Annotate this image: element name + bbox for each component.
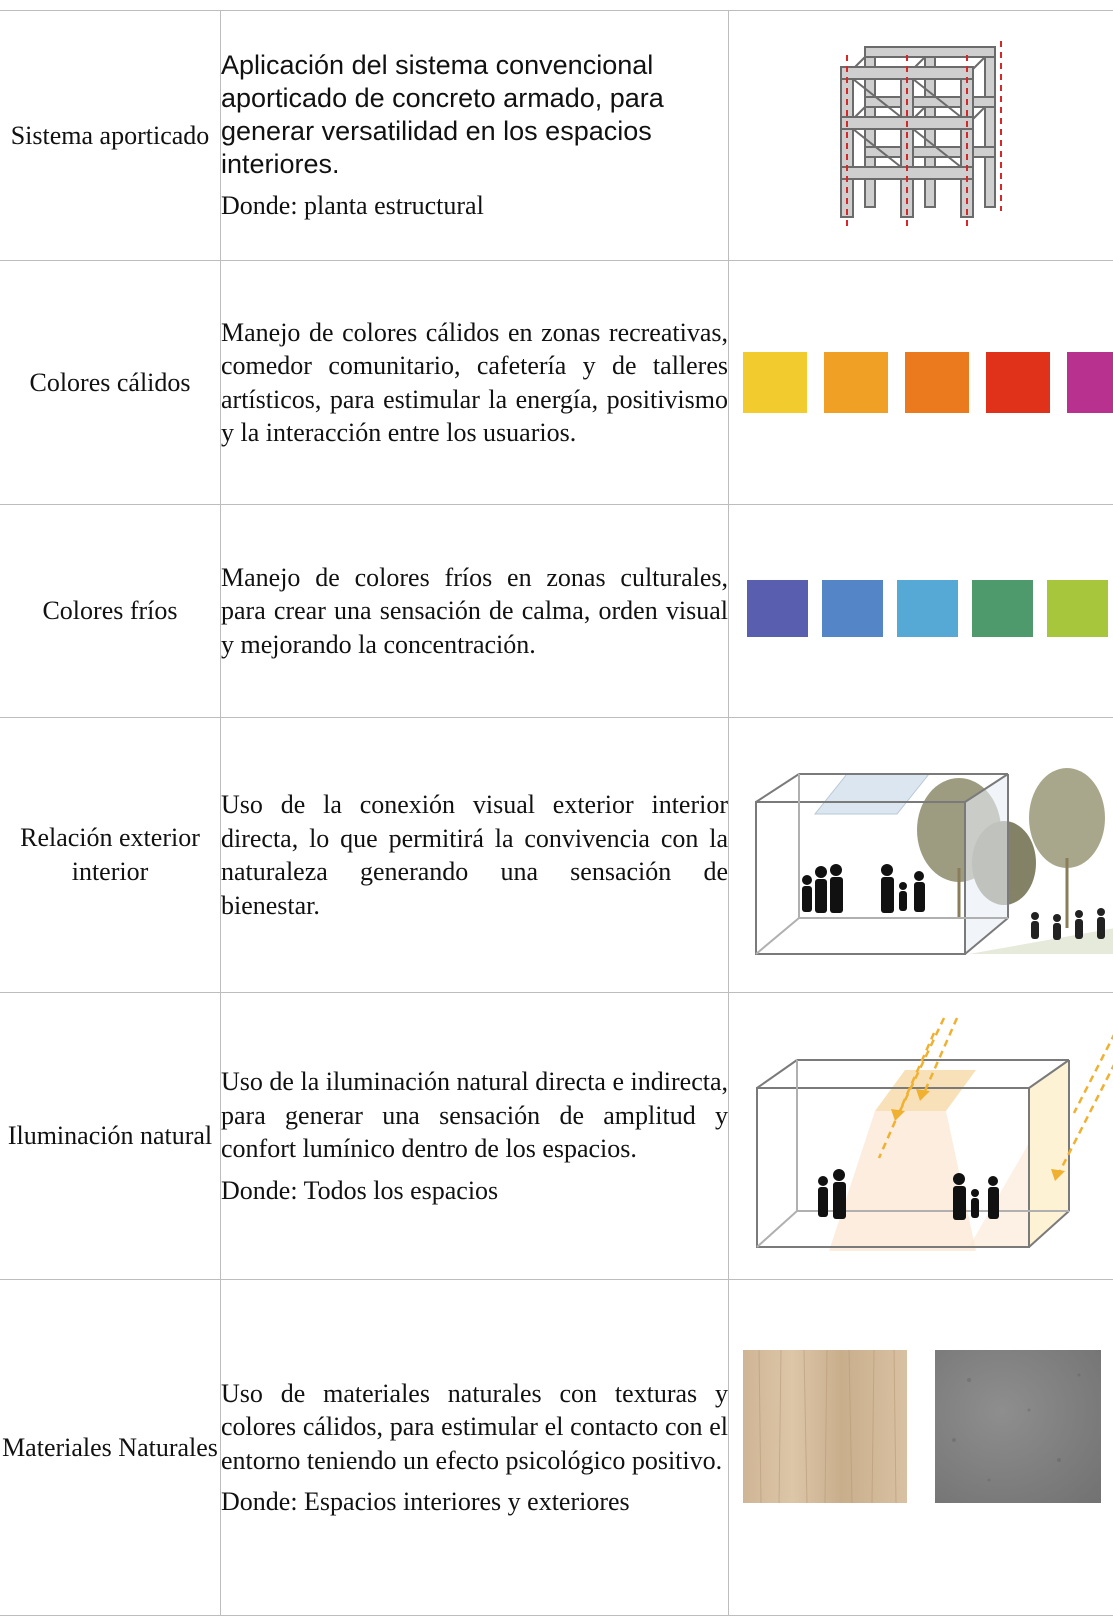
table-row: Colores cálidos Manejo de colores cálido… — [0, 260, 1113, 505]
row-description: Manejo de colores fríos en zonas cultura… — [221, 562, 728, 659]
row-label: Sistema aporticado — [0, 10, 221, 261]
row-label: Materiales Naturales — [0, 1279, 221, 1616]
material-textures — [743, 1349, 1101, 1504]
color-swatch — [972, 580, 1033, 637]
box-with-trees-and-people — [755, 768, 1113, 955]
design-criteria-table: Sistema aporticado Aplicación del sistem… — [0, 10, 1113, 1616]
concrete-frame-icon — [840, 41, 1002, 227]
row-label: Colores fríos — [0, 504, 221, 718]
table-row: Sistema aporticado Aplicación del sistem… — [0, 10, 1113, 261]
concrete-texture — [935, 1350, 1101, 1503]
color-swatch — [1047, 580, 1108, 637]
row-label: Colores cálidos — [0, 260, 221, 505]
color-swatch — [897, 580, 958, 637]
table-row: Relación exterior interior Uso de la con… — [0, 717, 1113, 993]
table-row: Materiales Naturales Uso de materiales n… — [0, 1279, 1113, 1616]
row-label: Iluminación natural — [0, 992, 221, 1280]
table-row: Colores fríos Manejo de colores fríos en… — [0, 504, 1113, 718]
row-where: Donde: planta estructural — [221, 190, 484, 220]
color-swatch — [824, 352, 888, 413]
row-description: Uso de la iluminación natural directa e … — [221, 1067, 728, 1163]
color-swatch — [743, 352, 807, 413]
color-swatch — [747, 580, 808, 637]
row-description: Uso de la conexión visual exterior inter… — [221, 790, 728, 920]
color-swatch — [1067, 352, 1113, 413]
cool-color-swatches — [747, 580, 1108, 637]
color-swatch — [822, 580, 883, 637]
color-swatch — [986, 352, 1050, 413]
row-where: Donde: Espacios interiores y exteriores — [221, 1487, 630, 1516]
box-with-sunlight-rays — [756, 1017, 1113, 1251]
row-description: Aplicación del sistema convencional apor… — [221, 49, 664, 179]
table-row: Iluminación natural Uso de la iluminació… — [0, 992, 1113, 1280]
row-description: Manejo de colores cálidos en zonas recre… — [221, 317, 728, 448]
color-swatch — [905, 352, 969, 413]
warm-color-swatches — [743, 352, 1113, 413]
row-description: Uso de materiales naturales con texturas… — [221, 1378, 728, 1475]
row-where: Donde: Todos los espacios — [221, 1175, 499, 1205]
row-label: Relación exterior interior — [0, 717, 221, 993]
wood-texture — [743, 1349, 907, 1504]
